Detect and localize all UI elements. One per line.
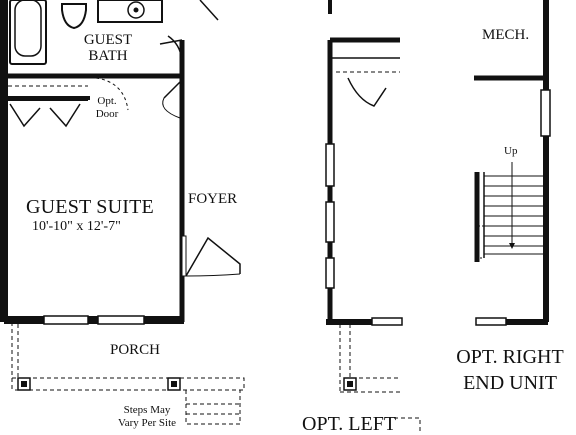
vanity [97,0,163,23]
sink-basin [127,1,145,19]
opt-left-window-2 [325,201,335,243]
opt-left-title: OPT. LEFT [302,413,397,435]
opt-left-porch [339,324,400,393]
mech-label: MECH. [482,27,530,43]
porch-outline [11,322,245,391]
steps-note-line2: Vary Per Site [117,417,177,429]
bath-door [199,0,219,21]
opt-right-title-line1: OPT. RIGHT [456,346,564,368]
bath-door-leaf [159,39,183,45]
steps-note-line1: Steps May [123,404,171,416]
foyer-label: FOYER [188,191,238,207]
entry-door-frame [181,235,187,277]
main-plan [0,0,245,425]
guest-suite-dimensions: 10'-10" x 12'-7" [32,219,121,234]
steps-note: Steps May Vary Per Site [108,405,186,429]
opt-left-plan [325,0,421,432]
entry-door [185,236,241,277]
opt-left-column [343,377,357,391]
opt-right-bottom-window [475,317,507,326]
opt-left-steps [394,417,421,432]
bathtub [9,0,47,65]
opt-left-bottom-window [371,317,403,326]
suite-door [163,81,181,99]
opt-right-title-line2: END UNIT [463,372,557,394]
opt-left-window-1 [325,143,335,187]
opt-door-label-line2: Door [95,108,119,120]
opt-left-column-fill [347,381,353,387]
bath-door-swing [167,35,183,61]
opt-right-plan [474,0,551,326]
opt-left-door [347,77,387,107]
window-bottom-1 [43,315,89,325]
stair-up-label: Up [504,145,518,157]
window-bottom-2 [97,315,145,325]
opt-right-window [540,89,551,137]
toilet [61,3,87,30]
porch-column-2 [167,377,181,391]
porch-column-1-fill [21,381,27,387]
opt-left-window-3 [325,257,335,289]
opt-door-swing [95,77,129,111]
porch-column-1 [17,377,31,391]
guest-bath-label-line1: GUEST [83,32,133,48]
porch-label: PORCH [110,342,161,358]
porch-steps [185,390,241,425]
opt-right-end-unit-title: OPT. RIGHT END UNIT [440,347,576,393]
suite-door-swing [162,97,181,119]
guest-bath-label-line2: BATH [88,48,128,64]
entry-door-swing [185,273,241,277]
sink-drain [133,7,139,13]
opt-door-label: Opt. Door [88,96,126,120]
porch-column-2-fill [171,381,177,387]
opt-door-label-line1: Opt. [97,95,117,107]
guest-bath-label: GUEST BATH [78,33,138,64]
closet-bifold-door [9,103,81,128]
staircase [477,172,544,259]
guest-suite-label: GUEST SUITE [26,196,154,218]
bathtub-inner [14,0,42,57]
